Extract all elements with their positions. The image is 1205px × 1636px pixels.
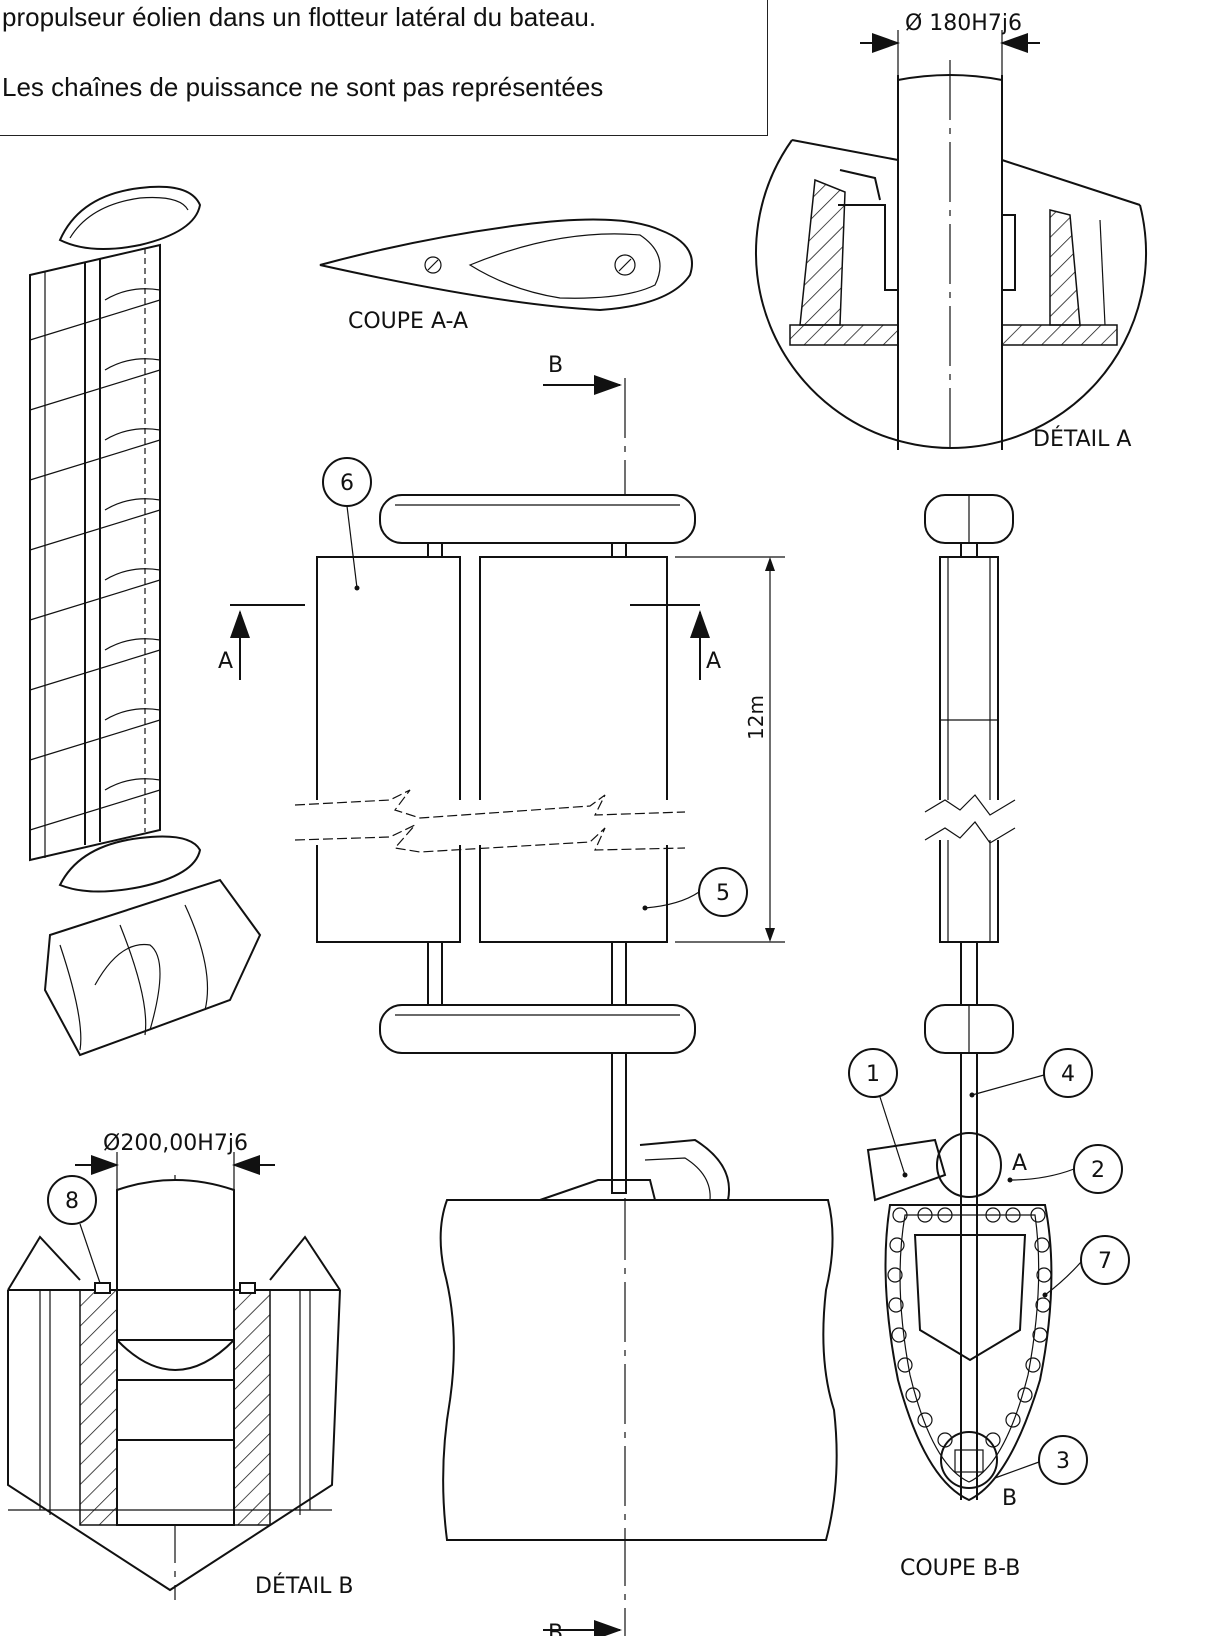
callout-b: B (1002, 1486, 1017, 1511)
coupe-aa-label: COUPE A-A (348, 309, 468, 334)
intro-line-1: propulseur éolien dans un flotteur latér… (2, 2, 597, 32)
detail-a: Ø 180H7j6 DÉTAIL A (755, 11, 1147, 452)
intro-line-2: Les chaînes de puissance ne sont pas rep… (2, 72, 604, 102)
coupe-aa-profile: COUPE A-A (319, 218, 693, 334)
dim-detail-a: Ø 180H7j6 (905, 11, 1022, 36)
part-4: 4 (1061, 1062, 1075, 1087)
part-2: 2 (1091, 1158, 1105, 1183)
part-6: 6 (340, 471, 354, 496)
coupe-bb: A B 1 4 2 7 3 COUPE B-B (848, 494, 1130, 1581)
part-1: 1 (866, 1062, 880, 1087)
dim-detail-b: Ø200,00H7j6 (103, 1131, 248, 1156)
intro-textbox: propulseur éolien dans un flotteur latér… (0, 0, 768, 136)
detail-a-label: DÉTAIL A (1033, 426, 1131, 452)
section-a-left: A (218, 649, 233, 674)
isometric-view (29, 185, 262, 1057)
main-elevation-view: B B A A 12m (218, 353, 838, 1636)
part-8: 8 (65, 1189, 79, 1214)
part-5: 5 (716, 881, 730, 906)
height-dimension: 12m (744, 695, 768, 740)
part-3: 3 (1056, 1449, 1070, 1474)
part-7: 7 (1098, 1249, 1112, 1274)
detail-b: Ø200,00H7j6 8 DÉTAIL B (7, 1131, 353, 1600)
callout-a: A (1012, 1151, 1027, 1176)
section-a-right: A (706, 649, 721, 674)
coupe-bb-label: COUPE B-B (900, 1556, 1020, 1581)
section-b-top: B (548, 353, 563, 378)
section-b-bottom: B (548, 1621, 563, 1636)
detail-b-label: DÉTAIL B (255, 1573, 353, 1599)
